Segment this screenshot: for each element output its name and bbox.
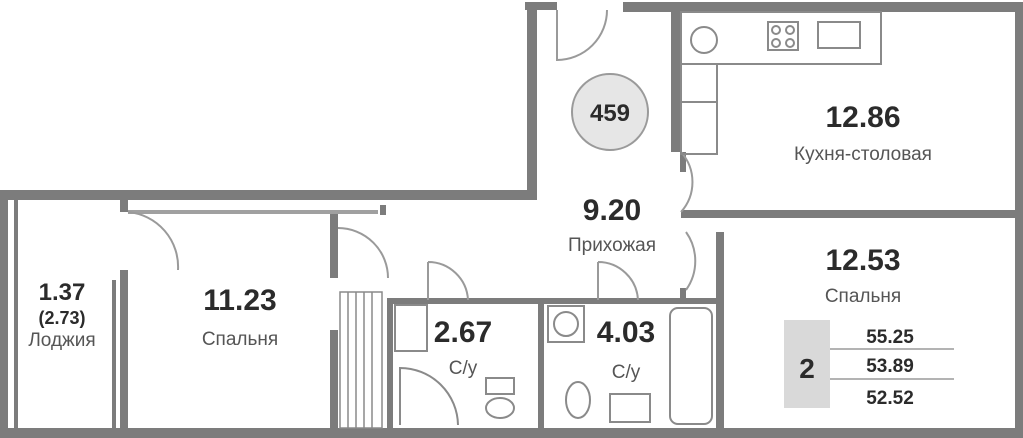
loggia-area: 1.37 <box>39 279 86 306</box>
kitchen-area: 12.86 <box>825 101 900 134</box>
summary-box: 2 55.25 53.89 52.52 <box>784 320 954 409</box>
hall-name: Прихожая <box>568 235 656 256</box>
room-count: 2 <box>799 353 815 384</box>
radiator <box>339 291 383 429</box>
bedroom-right-name: Спальня <box>825 286 901 307</box>
bedroom-right-area: 12.53 <box>825 244 900 277</box>
stove-icon <box>767 21 799 51</box>
bedroom-left-area: 11.23 <box>203 284 276 317</box>
area-2: 53.89 <box>866 356 914 377</box>
sink-icon <box>690 26 718 54</box>
loggia-name: Лоджия <box>28 330 95 351</box>
living-area: 52.52 <box>866 388 914 409</box>
counter-icon <box>817 21 861 49</box>
toilet-icon <box>485 397 515 419</box>
bath-large-name: С/у <box>612 362 641 383</box>
shower-icon <box>399 366 459 426</box>
bath-small-name: С/у <box>449 358 478 379</box>
bath-small-area: 2.67 <box>434 316 492 349</box>
hall-area: 9.20 <box>583 194 641 227</box>
total-area: 55.25 <box>866 327 914 348</box>
apartment-number: 459 <box>590 100 630 127</box>
bath-large-area: 4.03 <box>597 316 655 349</box>
washing-machine-icon <box>547 305 585 343</box>
apartment-badge <box>571 73 649 151</box>
kitchen-name: Кухня-столовая <box>794 144 932 165</box>
bedroom-left-name: Спальня <box>202 329 278 350</box>
washbasin-icon <box>394 304 428 352</box>
bathtub-icon <box>669 307 713 425</box>
kitchen-fixtures <box>680 11 882 155</box>
toilet-icon-2 <box>565 381 591 419</box>
washbasin-icon-2 <box>609 393 651 423</box>
loggia-area-extra: (2.73) <box>38 308 85 328</box>
doors <box>127 9 697 301</box>
bath-fixtures <box>394 304 713 426</box>
